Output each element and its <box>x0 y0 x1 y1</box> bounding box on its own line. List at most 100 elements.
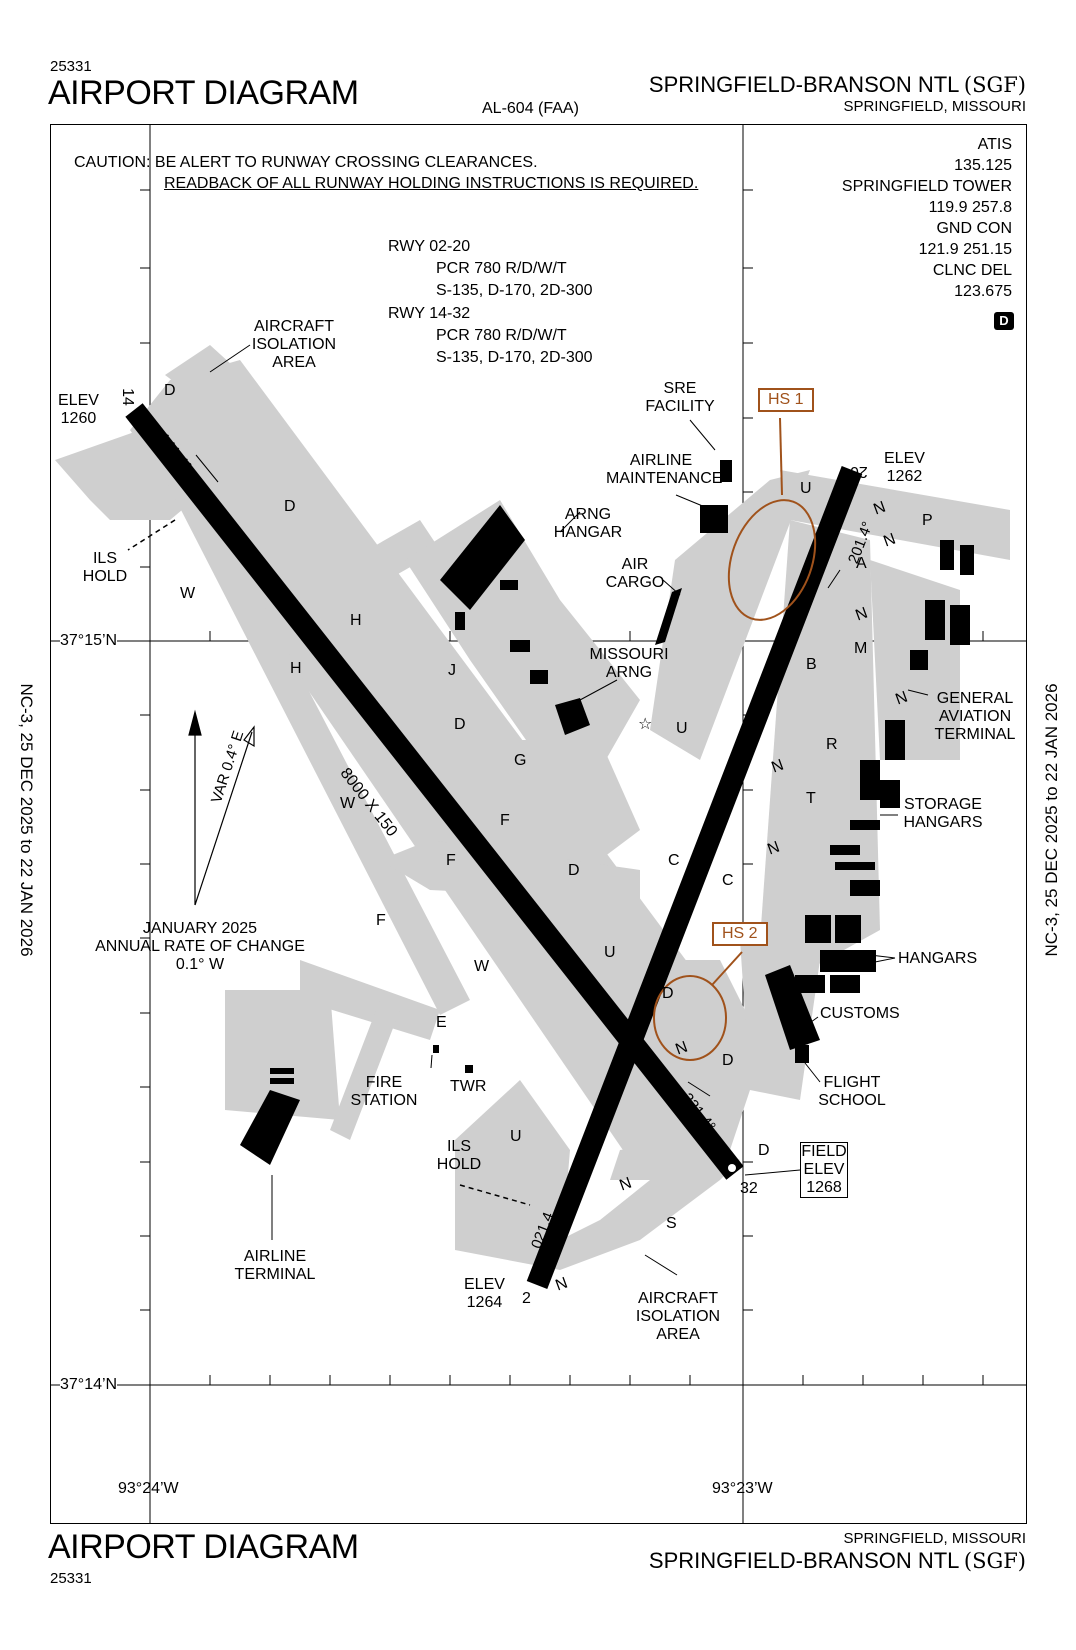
rwy1-pcr: PCR 780 R/D/W/T <box>436 260 567 277</box>
fire-station-label: FIRE STATION <box>346 1074 422 1110</box>
isolation-area-top: AIRCRAFT ISOLATION AREA <box>244 318 344 372</box>
airline-terminal-line1: AIRLINE <box>243 1248 307 1265</box>
ils-hold-bot-line2: HOLD <box>436 1156 482 1173</box>
ils-hold-top-line2: HOLD <box>82 568 128 585</box>
city-top: SPRINGFIELD, MISSOURI <box>843 98 1026 115</box>
rwy2-strength: S-135, D-170, 2D-300 <box>436 349 593 366</box>
atis-label: ATIS <box>977 136 1012 153</box>
rwy2-name: RWY 14-32 <box>388 305 471 322</box>
ils-hold-lines <box>127 519 531 1206</box>
hot-spot-1-leader <box>779 417 783 496</box>
magnetic-rate-label: ANNUAL RATE OF CHANGE <box>95 938 305 955</box>
storage-line1: STORAGE <box>904 796 982 813</box>
lon-west: 93°24’W <box>118 1480 179 1497</box>
title-top: AIRPORT DIAGRAM <box>48 74 359 112</box>
true-north-arrow-head <box>188 709 202 736</box>
runway-20-label: 20 <box>850 463 868 480</box>
ils-hold-top-line1: ILS <box>92 550 117 567</box>
airport-name-bottom-text: SPRINGFIELD-BRANSON NTL <box>648 1548 960 1573</box>
gnd-label: GND CON <box>936 220 1012 237</box>
fire-station-building <box>433 1045 439 1053</box>
airline-terminal-line2: TERMINAL <box>234 1266 316 1283</box>
lat-south: 37°14’N <box>60 1376 118 1394</box>
chart-number-bottom: 25331 <box>50 1570 92 1587</box>
taxiway-d-4: D <box>568 862 580 879</box>
taxiway-w-2: W <box>340 795 356 812</box>
sre-facility-label: SRE FACILITY <box>640 380 720 416</box>
missouri-arng-building <box>555 698 590 735</box>
taxiway-s: S <box>666 1215 677 1232</box>
airline-terminal-label: AIRLINE TERMINAL <box>230 1248 320 1284</box>
runways <box>125 403 863 1289</box>
clnc-freq: 123.675 <box>954 283 1012 300</box>
taxiway-c-2: C <box>722 872 734 889</box>
taxiway-r: R <box>826 736 838 753</box>
taxiway-d-6: D <box>722 1052 734 1069</box>
airline-maint-line1: AIRLINE <box>629 452 693 469</box>
general-aviation-label: GENERAL AVIATION TERMINAL <box>930 690 1020 744</box>
taxiway-h-2: H <box>290 660 302 677</box>
airport-name-top-text: SPRINGFIELD-BRANSON NTL <box>648 72 960 97</box>
frequencies: ATIS 135.125 SPRINGFIELD TOWER 119.9 257… <box>842 134 1012 302</box>
arng-hangar-line2: HANGAR <box>553 524 623 541</box>
isolation-top-line2: ISOLATION <box>251 336 337 353</box>
pavement-hs2-area <box>640 960 760 1100</box>
taxiway-a: A <box>856 555 867 572</box>
taxiway-b: B <box>806 656 817 673</box>
taxiway-d-2: D <box>284 498 296 515</box>
diagram-frame <box>50 124 1027 1524</box>
isolation-bot-line1: AIRCRAFT <box>638 1290 718 1307</box>
flight-school-line1: FLIGHT <box>823 1074 881 1091</box>
tower-label: SPRINGFIELD TOWER <box>841 178 1012 195</box>
elev-rwy14-label: ELEV <box>58 392 99 409</box>
runway-14-label: 14 <box>118 388 136 406</box>
runway-02-20 <box>526 466 863 1289</box>
taxiway-w-3: W <box>474 958 490 975</box>
tower-freq: 119.9 257.8 <box>928 199 1012 216</box>
isolation-bot-line3: AREA <box>656 1326 700 1343</box>
missouri-arng-line2: ARNG <box>605 664 653 681</box>
taxiway-u-3: U <box>604 944 616 961</box>
airspace-d-badge: D <box>994 312 1014 330</box>
sre-line1: SRE <box>663 380 697 397</box>
ga-line3: TERMINAL <box>934 726 1016 743</box>
taxiway-f-2: F <box>446 852 456 869</box>
magnetic-rate: 0.1° W <box>175 956 225 973</box>
field-elev-label1: FIELD <box>801 1143 847 1160</box>
ga-line2: AVIATION <box>938 708 1012 725</box>
fire-station-line2: STATION <box>350 1092 418 1109</box>
caution-line1: CAUTION: BE ALERT TO RUNWAY CROSSING CLE… <box>74 154 538 171</box>
elev-rwy2: ELEV 1264 <box>464 1276 505 1312</box>
field-elev-label2: ELEV <box>803 1161 845 1178</box>
taxiway-d-5: D <box>662 985 674 1002</box>
hot-spot-2-badge: HS 2 <box>712 922 768 946</box>
taxiway-d-1: D <box>164 382 176 399</box>
magnetic-change-block: JANUARY 2025 ANNUAL RATE OF CHANGE 0.1° … <box>80 920 320 974</box>
elev-rwy2-label: ELEV <box>464 1276 505 1293</box>
elev-rwy14-value: 1260 <box>60 410 97 427</box>
magnetic-north-line <box>194 731 253 906</box>
customs-label: CUSTOMS <box>820 1005 900 1022</box>
ils-hold-top: ILS HOLD <box>80 550 130 586</box>
north-arrows <box>188 709 255 906</box>
rwy1-name: RWY 02-20 <box>388 238 471 255</box>
taxiway-d-3: D <box>454 716 466 733</box>
runway-32-label: 32 <box>740 1180 758 1197</box>
missouri-arng-label: MISSOURI ARNG <box>584 646 674 682</box>
taxiway-p: P <box>922 512 933 529</box>
airline-maint-building <box>700 505 728 533</box>
pavement-terminal-apron <box>225 990 340 1120</box>
elev-rwy2-value: 1264 <box>466 1294 503 1311</box>
isolation-bot-line2: ISOLATION <box>635 1308 721 1325</box>
elev-rwy20-label: ELEV <box>884 450 925 467</box>
lon-east: 93°23’W <box>712 1480 773 1497</box>
ils-hold-bot-line1: ILS <box>446 1138 471 1155</box>
taxiway-c-1: C <box>668 852 680 869</box>
rwy1-strength: S-135, D-170, 2D-300 <box>436 282 593 299</box>
clnc-label: CLNC DEL <box>932 262 1012 279</box>
ga-line1: GENERAL <box>936 690 1014 707</box>
field-elevation-box: FIELD ELEV 1268 <box>800 1142 848 1198</box>
airport-name-top: SPRINGFIELD-BRANSON NTL (SGF) <box>649 72 1026 98</box>
flight-school-label: FLIGHT SCHOOL <box>812 1074 892 1110</box>
